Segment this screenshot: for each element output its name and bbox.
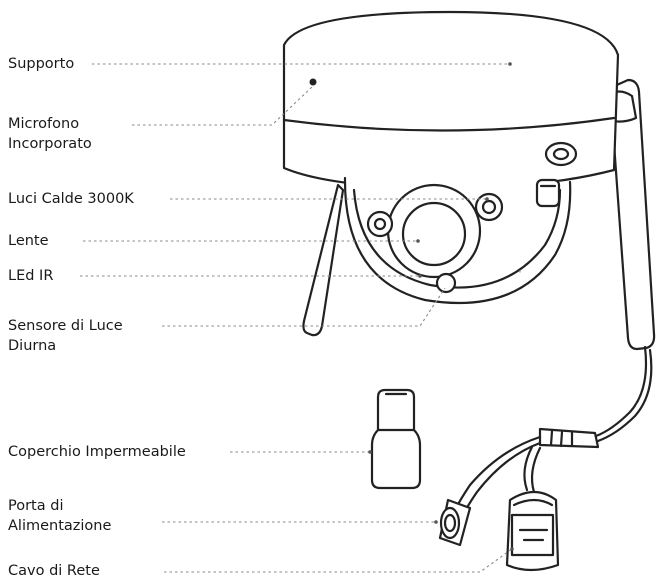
left-antenna	[302, 183, 345, 337]
label-line: Coperchio Impermeabile	[8, 444, 186, 460]
ir-led	[435, 272, 457, 294]
cable	[594, 345, 648, 438]
label-line: Sensore di Luce	[8, 318, 123, 334]
waterproof-cover	[370, 388, 422, 490]
label-line: Microfono	[8, 116, 80, 132]
label-line: Porta di	[8, 498, 64, 514]
label-supporto: Supporto	[8, 54, 74, 74]
mount-housing	[282, 10, 620, 190]
label-line: Luci Calde 3000K	[8, 191, 134, 207]
cable-connector-box	[538, 427, 600, 449]
label-line: Cavo di Rete	[8, 563, 100, 579]
warm-light-left	[366, 210, 394, 238]
label-luci-calde: Luci Calde 3000K	[8, 189, 134, 209]
label-porta: Porta di Alimentazione	[8, 496, 111, 536]
label-coperchio: Coperchio Impermeabile	[8, 442, 186, 462]
label-line: Supporto	[8, 56, 75, 72]
right-antenna	[608, 78, 656, 351]
warm-light-right	[474, 192, 504, 222]
label-cavo: Cavo di Rete	[8, 561, 100, 581]
label-line: Incorporato	[8, 136, 92, 152]
label-lente: Lente	[8, 231, 49, 251]
label-line: LEd IR	[8, 268, 54, 284]
label-line: Lente	[8, 233, 49, 249]
label-line: Diurna	[8, 338, 57, 354]
label-led-ir: LEd IR	[8, 266, 53, 286]
label-line: Alimentazione	[8, 518, 112, 534]
